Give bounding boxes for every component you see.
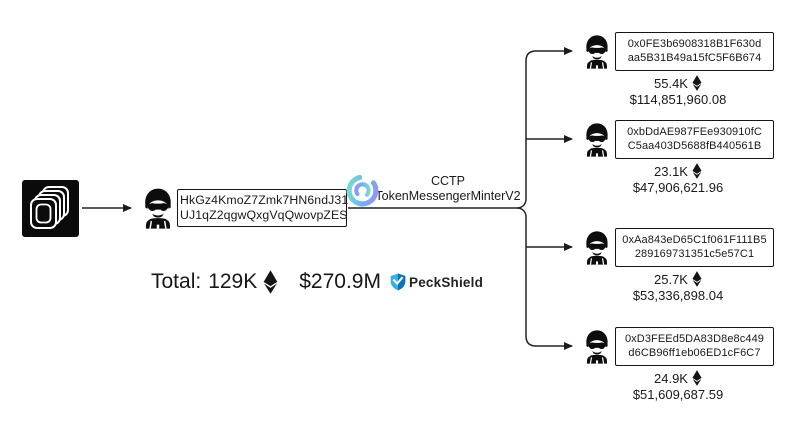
total-label: Total: xyxy=(151,270,202,293)
recipient-address-line1: 0xD3FEEd5DA83D8e8c449 xyxy=(624,332,765,345)
recipient-usd: $51,609,687.59 xyxy=(632,387,724,402)
recipient-address-box: 0xD3FEEd5DA83D8e8c449 d6CB96ff1eb06ED1cF… xyxy=(615,327,774,366)
hacker-icon xyxy=(582,121,612,158)
recipient-address-box: 0x0FE3b6908318B1F630d aa5B31B49a15fC5F6B… xyxy=(615,32,774,71)
ethereum-icon xyxy=(692,271,702,287)
recipient-usd: $53,336,898.04 xyxy=(632,288,724,303)
peckshield-watermark: PeckShield xyxy=(390,273,483,291)
peckshield-brand-text: PeckShield xyxy=(408,274,484,290)
recipient-address-line2: d6CB96ff1eb06ED1cF6C7 xyxy=(628,346,761,359)
attacker-address-line2: UJ1qZ2qgwQxgVqQwovpZES xyxy=(180,208,348,222)
hacker-icon xyxy=(582,229,612,266)
layered-squares-icon xyxy=(22,180,79,237)
recipient-node-2: 0xbDdAE987FEe930910fC C5aa403D5688fB4405… xyxy=(582,120,774,195)
bridge-label-line2: TokenMessengerMinterV2 xyxy=(375,189,521,203)
attacker-hacker-icon xyxy=(140,186,176,230)
attacker-address-box: HkGz4KmoZ7Zmk7HN6ndJ31 UJ1qZ2qgwQxgVqQwo… xyxy=(177,189,349,227)
peckshield-shield-icon xyxy=(390,273,406,291)
total-amount: 129K xyxy=(208,270,258,293)
hacker-icon xyxy=(582,328,612,365)
recipient-amount: 55.4K xyxy=(582,75,774,91)
recipient-node-4: 0xD3FEEd5DA83D8e8c449 d6CB96ff1eb06ED1cF… xyxy=(582,327,774,402)
recipient-address-box: 0xbDdAE987FEe930910fC C5aa403D5688fB4405… xyxy=(615,120,774,159)
recipient-node-1: 0x0FE3b6908318B1F630d aa5B31B49a15fC5F6B… xyxy=(582,32,774,107)
amount-value: 23.1K xyxy=(654,163,688,179)
source-platform-logo xyxy=(22,180,79,237)
amount-value: 55.4K xyxy=(654,75,688,91)
hacker-icon xyxy=(582,33,612,70)
recipient-amount: 25.7K xyxy=(582,271,774,287)
recipient-address-line2: aa5B31B49a15fC5F6B674 xyxy=(627,51,762,64)
recipient-address-box: 0xAa843eD65C1f061F111B5 289169731351c5e5… xyxy=(615,228,774,267)
recipient-usd: $114,851,960.08 xyxy=(629,92,727,107)
ethereum-icon xyxy=(263,270,278,294)
amount-value: 24.9K xyxy=(654,370,688,386)
ethereum-icon xyxy=(692,75,702,91)
recipient-usd: $47,906,621.96 xyxy=(632,180,724,195)
recipient-address-line1: 0xbDdAE987FEe930910fC xyxy=(627,125,762,138)
recipient-address-line1: 0x0FE3b6908318B1F630d xyxy=(627,37,762,50)
amount-value: 25.7K xyxy=(654,271,688,287)
recipient-amount: 24.9K xyxy=(582,370,774,386)
ethereum-icon xyxy=(692,370,702,386)
circle-cctp-logo-icon xyxy=(344,172,381,209)
total-summary: Total: 129K $270.9M PeckShield xyxy=(151,270,483,294)
recipient-address-line2: C5aa403D5688fB440561B xyxy=(627,139,762,152)
bridge-label: CCTP TokenMessengerMinterV2 xyxy=(366,174,530,204)
recipient-node-3: 0xAa843eD65C1f061F111B5 289169731351c5e5… xyxy=(582,228,774,303)
bridge-label-line1: CCTP xyxy=(430,174,466,188)
ethereum-icon xyxy=(692,163,702,179)
total-usd: $270.9M xyxy=(299,270,381,293)
recipient-address-line1: 0xAa843eD65C1f061F111B5 xyxy=(622,233,767,246)
recipient-amount: 23.1K xyxy=(582,163,774,179)
recipient-address-line2: 289169731351c5e57C1 xyxy=(634,247,755,260)
attacker-address-line1: HkGz4KmoZ7Zmk7HN6ndJ31 xyxy=(180,192,349,207)
